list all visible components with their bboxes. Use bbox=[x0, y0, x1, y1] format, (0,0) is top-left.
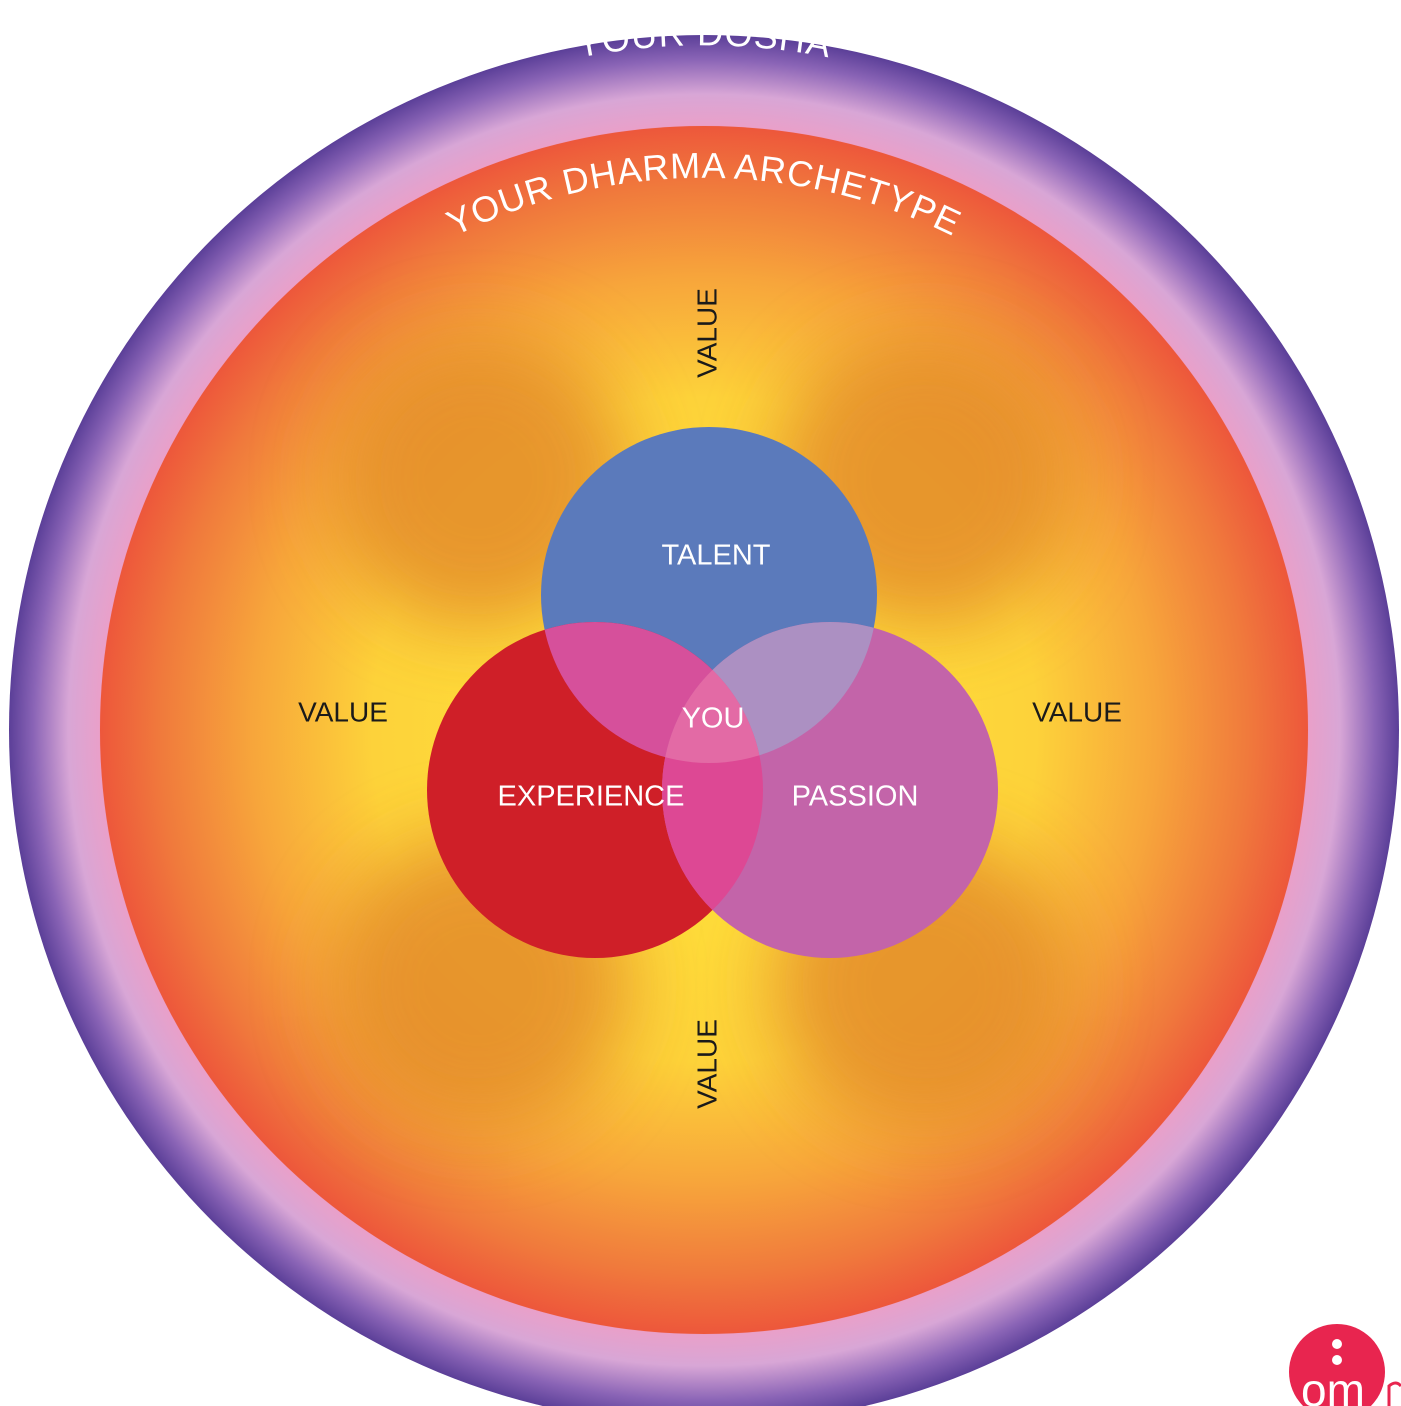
overlap-talent-experience bbox=[541, 622, 763, 763]
om-logo: om bbox=[1289, 1324, 1401, 1406]
you-label: YOU bbox=[682, 703, 745, 735]
logo-dot-upper bbox=[1332, 1339, 1342, 1349]
passion-label: PASSION bbox=[792, 781, 919, 813]
overlap-talent-passion bbox=[662, 622, 877, 763]
logo-trailing-letter bbox=[1387, 1381, 1401, 1406]
logo-dot-lower bbox=[1332, 1355, 1342, 1365]
value-label-left: VALUE bbox=[298, 696, 388, 727]
logo-badge bbox=[1289, 1324, 1385, 1406]
experience-label: EXPERIENCE bbox=[498, 781, 685, 813]
value-label-bottom: VALUE bbox=[691, 1019, 722, 1109]
value-label-top: VALUE bbox=[691, 288, 722, 378]
value-label-right: VALUE bbox=[1032, 696, 1122, 727]
talent-label: TALENT bbox=[661, 540, 770, 572]
logo-mark: om bbox=[1301, 1364, 1365, 1406]
